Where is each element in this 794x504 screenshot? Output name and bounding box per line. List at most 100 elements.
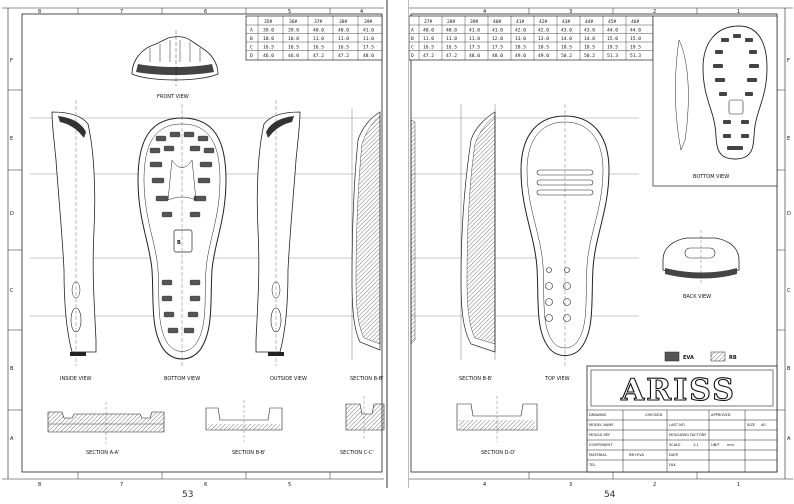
legend-rb: RB [729,355,737,361]
row-label-c: C [10,288,14,294]
table-cell: 40.0 [423,28,434,34]
front-view-label: FRONT VIEW [157,94,189,100]
table-cell: 16.5 [338,45,349,51]
drawing-label: DRAWING [589,413,607,417]
table-cell: 19.5 [607,45,618,51]
table-cell: 41.0 [469,28,480,34]
size-header: 35# [264,19,273,25]
col-label-7: 7 [120,9,123,15]
table-cell: 39.0 [263,28,274,34]
row-label-b: B [787,366,791,372]
scale-value: 1:1 [693,443,699,447]
ariss-logo: ARISS [620,373,736,408]
checked-label: CHECKED [645,413,663,417]
section-b-label: SECTION B-B' [232,450,265,456]
row-label-b: B [10,366,14,372]
date-label: DATE [669,453,679,457]
table-cell: 14.0 [584,36,595,42]
table-cell: 16.5 [446,45,457,51]
table-cell: 49.0 [538,53,549,59]
table-cell: 44.0 [630,28,641,34]
table-cell: 47.2 [313,53,324,59]
table-cell: 19.5 [630,45,641,51]
back-view-drawing [662,230,740,284]
page-number-right: 54 [604,490,616,500]
col-label-8: 8 [38,9,41,15]
top-view-label: TOP VIEW [544,376,570,382]
table-cell: B [250,36,253,42]
table-cell: 17.5 [492,45,503,51]
table-cell: 48.0 [363,53,374,59]
size-value: 40 [761,423,766,427]
size-header: 46# [631,19,640,25]
material-legend: EVA RB [664,351,737,362]
table-cell: 51.3 [607,53,618,59]
row-label-d: D [787,211,791,217]
left-size-table: 35# 36# 37# 38# 39# A 39.0 39.0 40.0 40.… [245,15,383,61]
table-cell: 16.5 [313,45,324,51]
material-value: RB+EVA [629,453,644,457]
table-cell: A [411,28,414,34]
scale-label: SCALE [669,443,681,447]
col-label-2-bottom: 2 [653,482,656,488]
table-cell: 40.0 [338,28,349,34]
table-cell: 11.0 [313,36,324,42]
table-cell: 42.0 [515,28,526,34]
back-view-label: BACK VIEW [683,294,711,300]
size-header: 40# [493,19,502,25]
table-cell: 39.0 [288,28,299,34]
table-cell: 11.0 [446,36,457,42]
size-header: 39# [470,19,479,25]
svg-text:B: B [177,240,181,246]
table-cell: 48.0 [469,53,480,59]
size-header: 27# [424,19,433,25]
section-label: SECTION B-B' [459,376,492,382]
table-cell: 17.5 [469,45,480,51]
table-cell: 47.2 [338,53,349,59]
section-c-label: SECTION C-C' [340,450,374,456]
table-cell: 17.5 [363,45,374,51]
legend-eva: EVA [683,355,694,361]
approved-label: APPROVED [711,413,731,417]
size-header: 43# [562,19,571,25]
section-b-top-drawing [351,108,381,360]
table-cell: 11.0 [469,36,480,42]
table-cell: 41.0 [363,28,374,34]
table-cell: 18.5 [561,45,572,51]
top-view-drawing [520,104,610,366]
col-label-8-bottom: 8 [38,482,41,488]
row-label-e: E [10,136,13,142]
table-cell: 14.0 [561,36,572,42]
table-cell: 13.0 [538,36,549,42]
inside-view-label: INSIDE VIEW [60,376,92,382]
table-cell: 18.5 [515,45,526,51]
section-d-drawing [456,396,538,442]
table-cell: 11.0 [423,36,434,42]
table-cell: 44.0 [607,28,618,34]
bottom-view-drawing: B [137,104,227,366]
fax-label: FAX [669,463,676,467]
col-label-6-bottom: 6 [204,482,207,488]
section-b-drawing [205,400,283,442]
right-size-table: 27# 28# 39# 40# 41# 42# 43# 44# 45# 46# … [409,15,654,61]
right-page: 4 3 2 1 4 3 2 1 F E D C B A [408,0,794,488]
table-cell: 41.0 [492,28,503,34]
table-cell: C [250,45,253,51]
page-number-left: 53 [182,490,194,500]
bottom-view-panel [652,15,778,187]
col-label-1-bottom: 1 [737,482,740,488]
table-cell: 50.2 [561,53,572,59]
col-label-4: 4 [483,9,486,15]
outside-view-drawing [255,100,301,366]
tel-label: TEL [588,463,595,467]
table-cell: 46.0 [263,53,274,59]
row-label-e: E [787,136,790,142]
table-cell: 16.5 [288,45,299,51]
table-cell: 15.0 [630,36,641,42]
bottom-view-label: BOTTOM VIEW [164,376,200,382]
section-d-label: SECTION D-D' [481,450,516,456]
col-label-5: 5 [288,9,291,15]
row-label-a: A [787,436,791,442]
unit-label: UNIT [711,443,720,447]
